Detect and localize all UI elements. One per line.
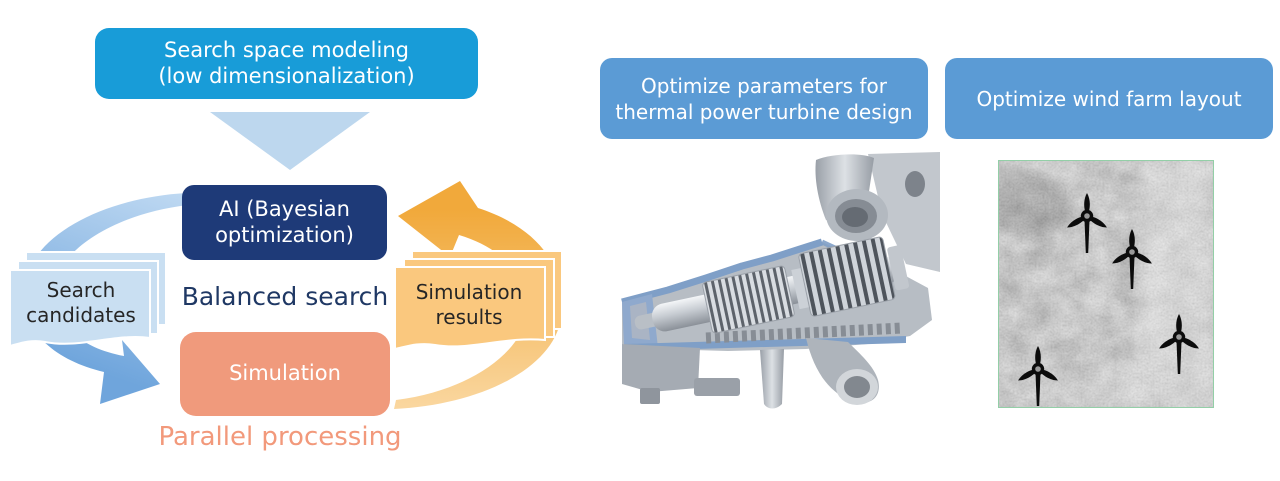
- thermal-power-turbine-cross-section: [621, 152, 940, 409]
- step1-line1: Search space modeling: [164, 37, 409, 62]
- loop-arrow-blue-icon: [23, 193, 188, 404]
- wind-application-header: Optimize wind farm layout: [945, 58, 1273, 139]
- wind-turbine-icon: [1105, 227, 1159, 293]
- simulation-box: Simulation: [180, 332, 390, 416]
- step1-line2: (low dimensionalization): [158, 63, 415, 88]
- ai-line2: optimization): [215, 222, 354, 247]
- parallel-processing-label: Parallel processing: [158, 422, 402, 452]
- result-cards-line2: results: [435, 305, 502, 329]
- down-arrow-icon: [210, 112, 370, 170]
- wind-title: Optimize wind farm layout: [976, 86, 1242, 111]
- search-cards-line2: candidates: [26, 303, 136, 327]
- ai-bayesian-box: AI (Bayesian optimization): [182, 185, 387, 260]
- loop-arrow-orange-icon: [394, 181, 563, 409]
- search-space-modeling-box: Search space modeling (low dimensionaliz…: [95, 28, 478, 99]
- wind-farm-map: [998, 160, 1214, 408]
- ai-line1: AI (Bayesian: [218, 196, 350, 221]
- search-cards-line1: Search: [47, 278, 116, 302]
- search-candidates-cards: Search candidates: [9, 251, 167, 348]
- wind-turbine-icon: [1152, 312, 1206, 378]
- turbine-title-line2: thermal power turbine design: [615, 99, 913, 124]
- wind-turbine-icon: [1011, 344, 1065, 408]
- result-cards-line1: Simulation: [416, 280, 523, 304]
- balanced-search-label: Balanced search: [181, 282, 389, 311]
- turbine-title-line1: Optimize parameters for: [641, 73, 887, 98]
- turbine-application-header: Optimize parameters for thermal power tu…: [600, 58, 928, 139]
- simulation-label: Simulation: [229, 361, 341, 386]
- simulation-results-cards: Simulation results: [394, 250, 563, 351]
- aerial-terrain-texture: [999, 161, 1213, 407]
